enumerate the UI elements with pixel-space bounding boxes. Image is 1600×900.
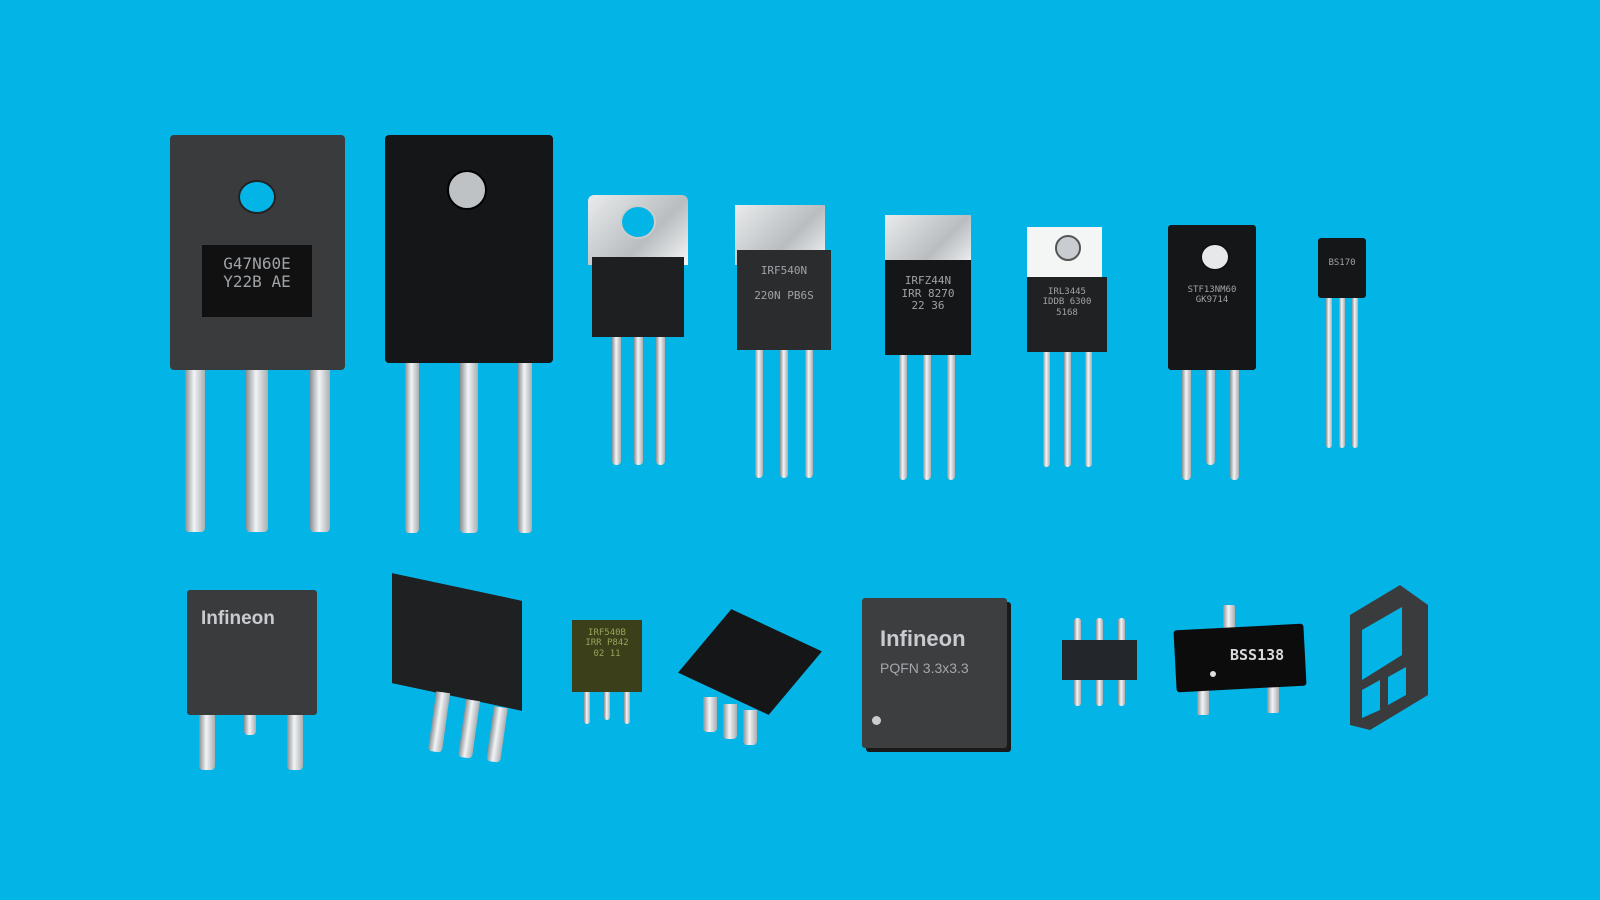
d2pak-transistor	[382, 573, 532, 772]
to92-transistor: BS170	[1318, 238, 1368, 450]
sot23-5-transistor	[1062, 618, 1137, 708]
dpak-transistor-infineon: Infineon	[187, 590, 317, 775]
sot223-transistor-angled	[678, 609, 822, 747]
package-outline-icon	[1340, 585, 1430, 733]
pqfn-package-infineon: Infineon PQFN 3.3x3.3	[862, 598, 1007, 748]
to220-transistor-st	[588, 195, 688, 475]
to247-transistor-black	[385, 135, 553, 535]
sot23-transistor-bss138: BSS138	[1173, 605, 1307, 720]
